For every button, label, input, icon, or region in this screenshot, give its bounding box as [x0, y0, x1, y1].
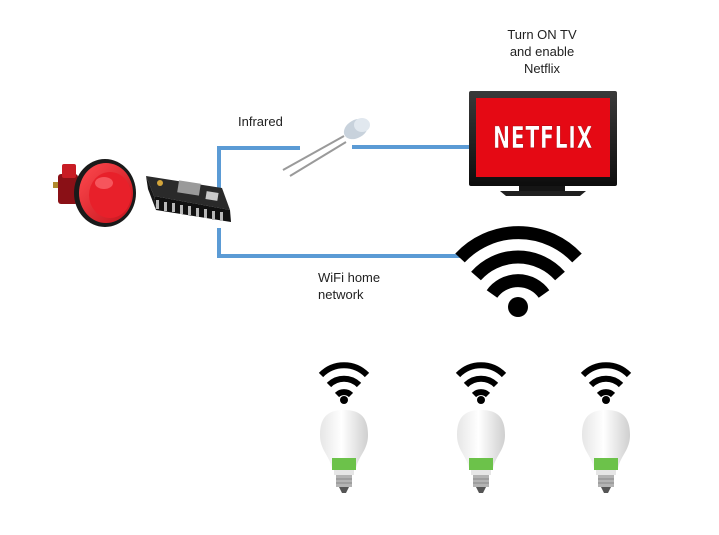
red-arcade-button-icon [53, 159, 136, 227]
infrared-label: Infrared [238, 114, 283, 129]
netflix-logo: NETFLIX [493, 121, 593, 156]
tv-icon: NETFLIX [469, 91, 617, 196]
wifi-signal-icon [455, 362, 507, 404]
wifi-link-line [217, 228, 460, 258]
smart-bulb-1 [318, 362, 370, 493]
smart-bulb-3 [580, 362, 632, 493]
tv-caption-line: and enable [509, 44, 575, 59]
smart-bulb-icon [457, 410, 505, 493]
tv-caption-line: Netflix [523, 61, 561, 76]
tv-caption: Turn ON TV and enable Netflix [487, 26, 597, 77]
smart-bulb-2 [455, 362, 507, 493]
infrared-link-line [217, 145, 470, 188]
infrared-led-icon [282, 118, 370, 177]
wifi-signal-icon [318, 362, 370, 404]
wifi-label-line: network [318, 287, 364, 302]
smart-bulb-icon [320, 410, 368, 493]
tv-caption-line: Turn ON TV [507, 27, 577, 42]
wifi-signal-icon [455, 226, 582, 317]
wifi-label-line: WiFi home [318, 270, 381, 285]
microcontroller-board-icon [146, 176, 231, 222]
smart-bulb-icon [582, 410, 630, 493]
wifi-signal-icon [580, 362, 632, 404]
wifi-network-label: WiFi home network [318, 269, 380, 303]
